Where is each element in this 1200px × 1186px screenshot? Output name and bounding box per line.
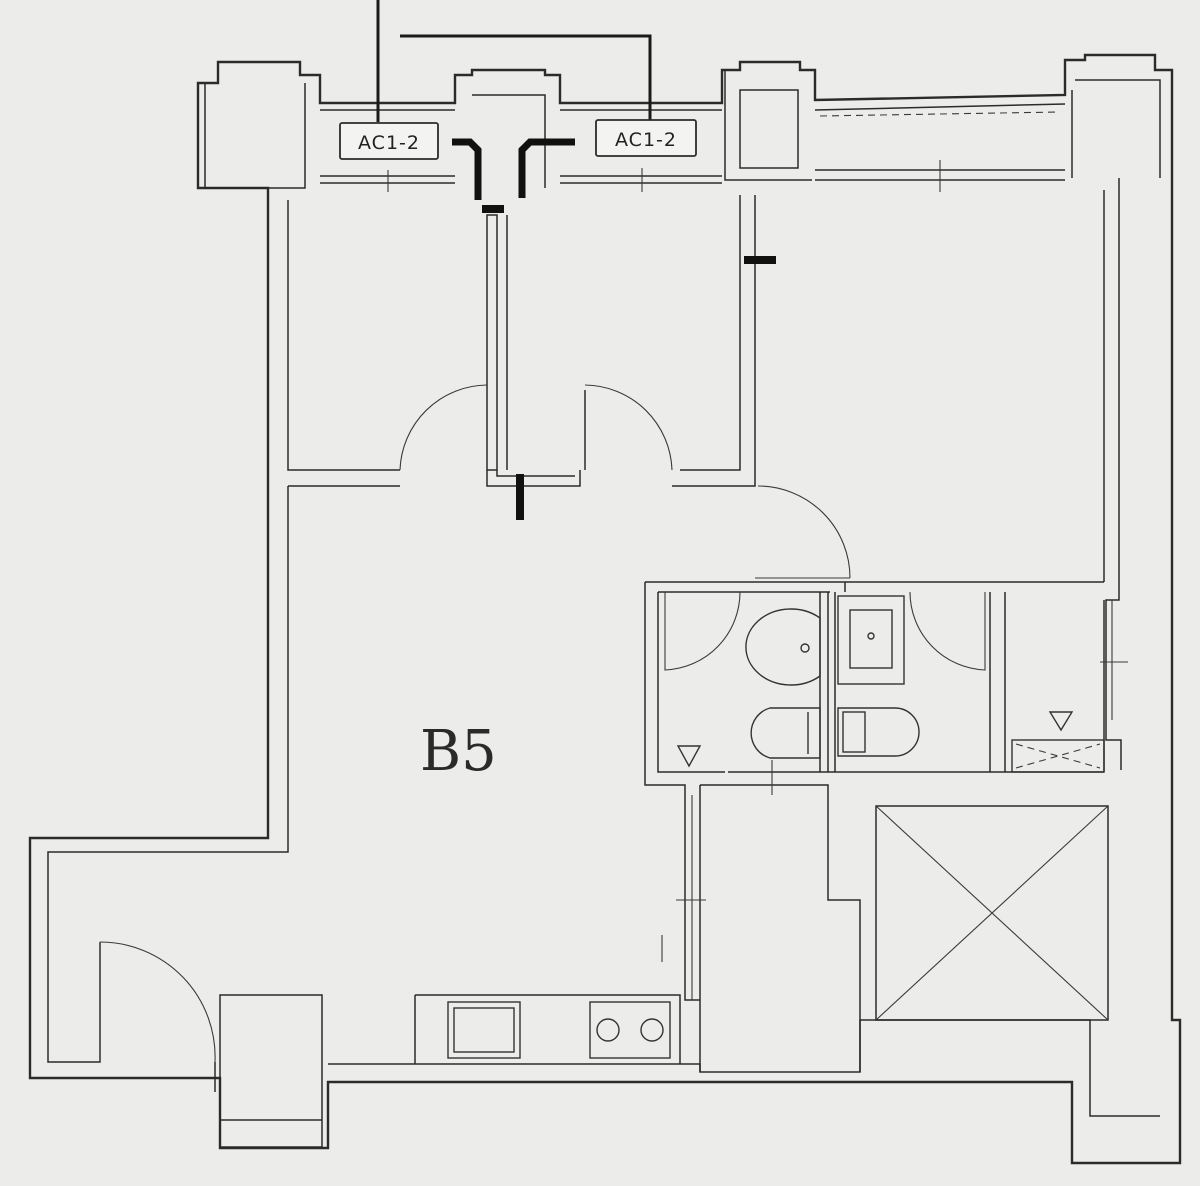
ac-unit-label-1: AC1-2 — [358, 132, 420, 154]
shaft-void — [875, 805, 1109, 1021]
cooktop — [589, 1001, 671, 1059]
exterior-walls — [28, 53, 1182, 1165]
ac-unit-tag-2: AC1-2 — [595, 119, 697, 157]
toilet-left — [750, 707, 821, 759]
bathroom-fixtures — [676, 595, 1105, 773]
basin-counter — [837, 595, 905, 685]
toilet-right — [837, 707, 920, 757]
shower-tray — [1011, 739, 1105, 773]
ac-ducts — [452, 138, 776, 520]
entry-cabinet — [219, 994, 323, 1148]
facade-windows — [204, 70, 1161, 192]
ac-unit-tag-1: AC1-2 — [339, 122, 439, 160]
kitchen-counter — [414, 994, 681, 1064]
round-basin — [745, 608, 821, 686]
interior-walls — [288, 195, 1128, 1072]
ac-leader-lines — [376, 0, 652, 122]
kitchen-sink — [447, 1001, 521, 1059]
unit-label: B5 — [420, 719, 497, 784]
ac-unit-label-2: AC1-2 — [615, 129, 677, 151]
door-swings — [99, 384, 986, 1063]
